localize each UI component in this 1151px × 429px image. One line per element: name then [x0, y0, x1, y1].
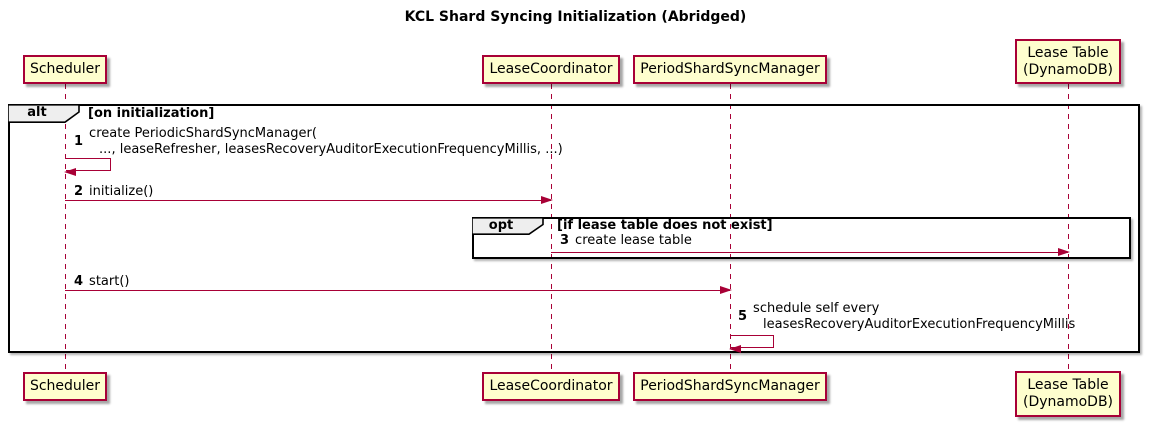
- message-1-text: create PeriodicShardSyncManager( ..., le…: [89, 126, 563, 157]
- opt-guard: [if lease table does not exist]: [557, 218, 773, 233]
- message-3-number: 3: [560, 233, 570, 248]
- message-1-self-arrow: [64, 158, 111, 176]
- opt-frame: [472, 217, 1131, 259]
- opt-keyword: opt: [488, 218, 514, 233]
- message-4-label: 4 start(): [74, 274, 129, 290]
- message-3-text: create lease table: [575, 233, 692, 248]
- message-2-label: 2 initialize(): [74, 184, 153, 200]
- opt-frame-tab-shape: [472, 217, 544, 235]
- lifeline-leasetable: [1068, 84, 1069, 373]
- message-4-number: 4: [74, 274, 84, 289]
- message-3-arrowhead: [1058, 247, 1070, 256]
- participant-leasecoordinator-top: LeaseCoordinator: [482, 55, 620, 84]
- lifeline-periodshardsyncmanager: [730, 84, 731, 373]
- alt-keyword: alt: [27, 105, 47, 120]
- participant-periodshardsyncmanager-bottom: PeriodShardSyncManager: [633, 372, 827, 401]
- message-2-arrow: [65, 195, 553, 204]
- message-1-arrowhead: [64, 168, 76, 176]
- message-1-number: 1: [74, 134, 84, 149]
- diagram-title: KCL Shard Syncing Initialization (Abridg…: [404, 9, 747, 25]
- message-5-arrowhead: [729, 345, 741, 353]
- message-2-text: initialize(): [89, 184, 154, 199]
- alt-frame-tab: alt: [8, 104, 80, 123]
- message-4-arrow: [65, 285, 732, 294]
- alt-frame-tab-shape: [8, 104, 80, 123]
- participant-leasecoordinator-bottom: LeaseCoordinator: [482, 372, 620, 401]
- message-1-label: 1 create PeriodicShardSyncManager( ..., …: [74, 126, 563, 158]
- alt-guard: [on initialization]: [88, 106, 215, 121]
- participant-leasetable-top: Lease Table (DynamoDB): [1015, 39, 1121, 84]
- message-5-text: schedule self every leasesRecoveryAudito…: [753, 301, 1076, 332]
- message-3-arrow: [551, 247, 1070, 256]
- message-4-arrowhead: [720, 285, 732, 294]
- opt-frame-tab: opt: [472, 217, 544, 235]
- message-3-label: 3 create lease table: [560, 233, 692, 249]
- message-2-arrowhead: [541, 195, 553, 204]
- alt-frame: [8, 104, 1140, 353]
- message-5-number: 5: [738, 309, 748, 324]
- lifeline-scheduler: [65, 84, 66, 373]
- message-5-label: 5 schedule self every leasesRecoveryAudi…: [738, 301, 1075, 333]
- message-2-number: 2: [74, 184, 84, 199]
- lifeline-leasecoordinator: [551, 84, 552, 373]
- message-5-self-arrow: [729, 335, 774, 353]
- participant-periodshardsyncmanager-top: PeriodShardSyncManager: [633, 55, 827, 84]
- participant-scheduler-top: Scheduler: [23, 55, 107, 84]
- participant-scheduler-bottom: Scheduler: [23, 372, 107, 401]
- message-4-text: start(): [89, 274, 130, 289]
- participant-leasetable-bottom: Lease Table (DynamoDB): [1015, 371, 1121, 417]
